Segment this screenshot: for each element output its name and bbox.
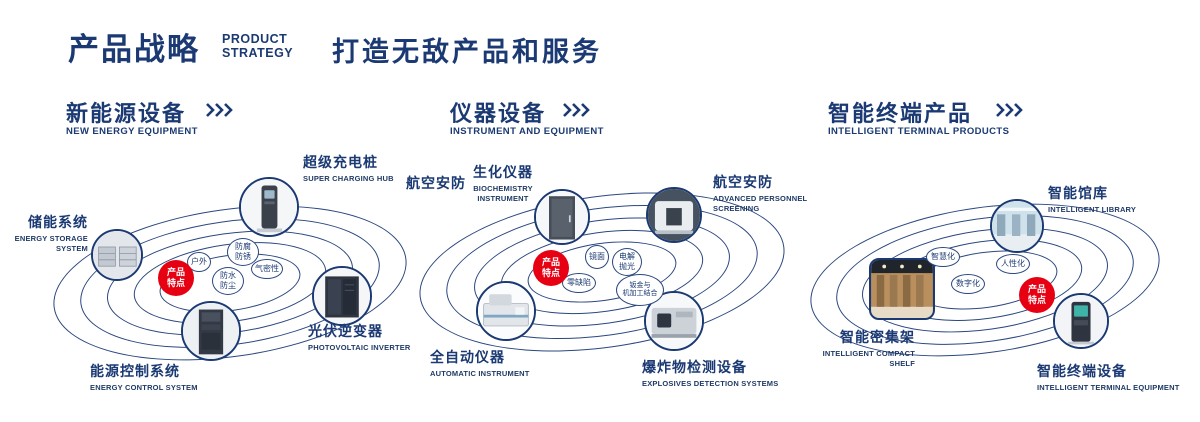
product-label-intelligent-terminal-equipment: 智能终端设备 INTELLIGENT TERMINAL EQUIPMENT (1037, 361, 1180, 393)
product-circle-personnel-screening (646, 187, 702, 243)
product-name-english: ENERGY CONTROL SYSTEM (90, 383, 198, 392)
product-features-badge: 产品 特点 (158, 260, 194, 296)
product-circle-energy-storage (91, 229, 143, 281)
energy-storage-image (93, 231, 141, 279)
section-title-instruments: 仪器设备 (450, 101, 547, 126)
triple-chevron-icon (995, 103, 1027, 122)
product-name: 爆炸物检测设备 (642, 359, 747, 375)
product-label-photovoltaic-inverter: 光伏逆变器 PHOTOVOLTAIC INVERTER (308, 321, 411, 353)
product-label-super-charging-hub: 超级充电桩 SUPER CHARGING HUB (303, 152, 394, 184)
page-title-english: PRODUCT STRATEGY (222, 32, 294, 60)
product-name-english: AUTOMATIC INSTRUMENT (430, 369, 530, 378)
product-name: 生化仪器 (473, 164, 533, 180)
product-label-automatic-instrument: 全自动仪器 AUTOMATIC INSTRUMENT (430, 347, 530, 379)
product-name-english: INTELLIGENT LIBRARY (1048, 205, 1137, 214)
product-name: 全自动仪器 (430, 349, 505, 365)
product-name-english: BIOCHEMISTRY INSTRUMENT (473, 184, 533, 203)
biochemistry-instrument-image (536, 191, 588, 243)
product-name: 智能馆库 (1048, 185, 1108, 201)
section-title-intelligent-terminal: 智能终端产品 (828, 101, 973, 126)
product-circle-super-charging-hub (239, 177, 299, 237)
photovoltaic-inverter-image (314, 268, 370, 324)
product-name: 光伏逆变器 (308, 323, 383, 339)
product-name-english: INTELLIGENT COMPACT SHELF (822, 349, 915, 368)
product-circle-intelligent-library (990, 199, 1044, 253)
product-name: 能源控制系统 (90, 363, 180, 379)
tag-anticorrosion-antirust: 防腐 防锈 (227, 238, 259, 266)
product-name-english: PHOTOVOLTAIC INVERTER (308, 343, 411, 352)
explosives-detection-image (646, 293, 702, 349)
product-circle-photovoltaic-inverter (312, 266, 372, 326)
product-label-explosives-detection: 爆炸物检测设备 EXPLOSIVES DETECTION SYSTEMS (642, 357, 778, 389)
section-title-new-energy: 新能源设备 (66, 101, 187, 126)
section-subtitle-new-energy: NEW ENERGY EQUIPMENT (66, 126, 198, 137)
tag-digital: 数字化 (951, 274, 985, 294)
product-features-badge: 产品 特点 (533, 250, 569, 286)
automatic-instrument-image (478, 283, 534, 339)
product-name: 储能系统 (28, 214, 88, 230)
page-title: 产品战略 (68, 32, 200, 67)
label-aviation-security-extra: 航空安防 (406, 173, 466, 193)
tag-humanized: 人性化 (996, 254, 1030, 274)
tag-intelligent: 智慧化 (926, 247, 960, 267)
tag-mirror-finish: 镜面 (585, 245, 609, 269)
tag-airtightness: 气密性 (251, 259, 283, 279)
product-features-badge: 产品 特点 (1019, 277, 1055, 313)
product-circle-biochemistry-instrument (534, 189, 590, 245)
product-label-intelligent-library: 智能馆库 INTELLIGENT LIBRARY (1048, 183, 1136, 215)
personnel-screening-image (648, 189, 700, 241)
section-subtitle-intelligent-terminal: INTELLIGENT TERMINAL PRODUCTS (828, 126, 1010, 137)
slogan: 打造无敌产品和服务 (332, 37, 602, 67)
product-name-english: ADVANCED PERSONNEL SCREENING (713, 194, 808, 213)
tag-sheetmetal-machining: 钣金与 机加工结合 (616, 274, 664, 306)
product-name: 航空安防 (406, 175, 466, 191)
energy-control-system-image (183, 303, 239, 359)
product-name: 智能密集架 (840, 329, 915, 345)
product-name: 智能终端设备 (1037, 363, 1127, 379)
section-subtitle-instruments: INSTRUMENT AND EQUIPMENT (450, 126, 604, 137)
product-name: 超级充电桩 (303, 154, 378, 170)
tag-outdoor: 户外 (187, 252, 211, 272)
product-label-personnel-screening: 航空安防 ADVANCED PERSONNEL SCREENING (713, 172, 807, 214)
product-label-intelligent-compact-shelf: 智能密集架 INTELLIGENT COMPACT SHELF (822, 327, 915, 369)
intelligent-terminal-equipment-image (1055, 295, 1107, 347)
super-charging-hub-image (241, 179, 297, 235)
tag-electropolishing: 电解 抛光 (612, 248, 642, 276)
product-label-energy-storage: 储能系统 ENERGY STORAGE SYSTEM (0, 212, 88, 254)
tag-zero-defect: 零缺陷 (562, 273, 596, 293)
product-name-english: INTELLIGENT TERMINAL EQUIPMENT (1037, 383, 1180, 392)
triple-chevron-icon (562, 103, 594, 122)
product-label-energy-control-system: 能源控制系统 ENERGY CONTROL SYSTEM (90, 361, 198, 393)
intelligent-compact-shelf-image (871, 260, 933, 318)
product-circle-intelligent-terminal-equipment (1053, 293, 1109, 349)
product-name: 航空安防 (713, 174, 773, 190)
triple-chevron-icon (205, 103, 237, 122)
intelligent-library-image (992, 201, 1042, 251)
product-name-english: SUPER CHARGING HUB (303, 174, 394, 183)
product-label-biochemistry-instrument: 生化仪器 BIOCHEMISTRY INSTRUMENT (455, 162, 551, 204)
product-name-english: EXPLOSIVES DETECTION SYSTEMS (642, 379, 779, 388)
product-image-intelligent-compact-shelf (869, 258, 935, 320)
tag-waterproof-dustproof: 防水 防尘 (212, 267, 244, 295)
product-circle-energy-control-system (181, 301, 241, 361)
product-name-english: ENERGY STORAGE SYSTEM (14, 234, 88, 253)
product-circle-automatic-instrument (476, 281, 536, 341)
